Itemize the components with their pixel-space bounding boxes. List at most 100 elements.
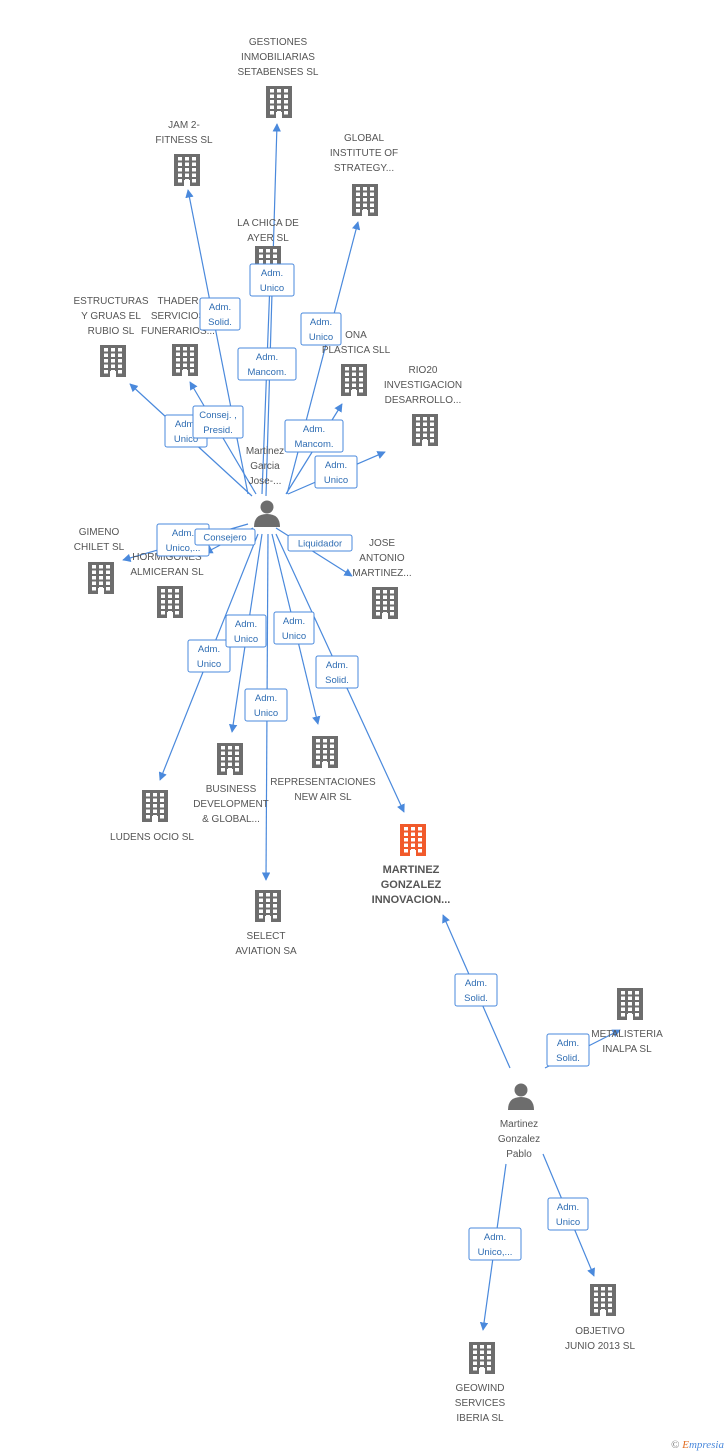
node-person1[interactable]: MartinezGarciaJose-...	[246, 446, 284, 527]
node-focus[interactable]: MARTINEZGONZALEZINNOVACION...	[372, 824, 451, 906]
node-label: Garcia	[250, 461, 280, 472]
node-jose[interactable]: JOSEANTONIOMARTINEZ...	[352, 538, 412, 619]
footer-brand: © Empresia	[671, 1439, 724, 1451]
node-label: MARTINEZ...	[352, 568, 411, 579]
role-label-box	[284, 419, 344, 453]
edge-role-label[interactable]: Consej. ,Presid.	[192, 405, 244, 439]
role-label-text: Unico,...	[166, 543, 201, 554]
node-label: OBJETIVO	[575, 1326, 625, 1337]
node-label: AYER SL	[247, 233, 289, 244]
role-label-text: Unico	[556, 1217, 580, 1228]
building-icon	[174, 154, 200, 186]
building-icon	[590, 1284, 616, 1316]
node-label: JOSE	[369, 538, 395, 549]
role-label-box	[187, 639, 231, 673]
building-icon	[217, 743, 243, 775]
node-label: Y GRUAS EL	[81, 311, 141, 322]
role-label-text: Consejero	[203, 533, 246, 544]
role-label-text: Adm.	[261, 268, 283, 279]
edge-role-label[interactable]: Liquidador	[287, 534, 353, 552]
node-label: Martinez	[246, 446, 284, 457]
role-label-box	[194, 528, 256, 546]
copyright-symbol: ©	[671, 1439, 680, 1451]
role-label-box	[547, 1197, 589, 1231]
edge-role-label[interactable]: Consejero	[194, 528, 256, 546]
role-label-text: Adm.	[303, 424, 325, 435]
edge-role-label[interactable]: Adm.Unico	[225, 614, 267, 648]
role-label-text: Adm.	[209, 302, 231, 313]
node-label: GLOBAL	[344, 133, 384, 144]
edge-role-label[interactable]: Adm.Unico	[547, 1197, 589, 1231]
node-thader[interactable]: THADERSERVICIOSFUNERARIOS...	[141, 296, 215, 376]
role-label-text: Adm.	[235, 619, 257, 630]
node-label: JUNIO 2013 SL	[565, 1341, 635, 1352]
node-label: STRATEGY...	[334, 163, 394, 174]
building-icon	[142, 790, 168, 822]
role-label-box	[287, 534, 353, 552]
node-label: GONZALEZ	[381, 879, 442, 891]
edge-role-label[interactable]: Adm.Solid.	[546, 1033, 590, 1067]
edge-role-label[interactable]: Adm.Solid.	[199, 297, 241, 331]
edge-role-label[interactable]: Adm.Solid.	[454, 973, 498, 1007]
building-icon	[352, 184, 378, 216]
edge-role-label[interactable]: Adm.Unico	[273, 611, 315, 645]
edge-role-label[interactable]: Adm.Mancom.	[284, 419, 344, 453]
node-label: Martinez	[500, 1119, 538, 1130]
edge-role-label[interactable]: Adm.Unico	[300, 312, 342, 346]
building-icon	[88, 562, 114, 594]
building-icon	[617, 988, 643, 1020]
role-label-text: Adm.	[255, 693, 277, 704]
role-label-text: Adm.	[175, 419, 197, 430]
role-label-text: Adm.	[465, 978, 487, 989]
node-ludens[interactable]: LUDENS OCIO SL	[110, 790, 194, 843]
role-label-box	[546, 1033, 590, 1067]
edge-role-label[interactable]: Adm.Unico	[187, 639, 231, 673]
role-label-box	[237, 347, 297, 381]
building-icon	[412, 414, 438, 446]
brand-initial: E	[682, 1439, 689, 1451]
edge-labels-layer: Adm.UnicoAdm.Solid.Adm.UnicoAdm.Mancom.A…	[156, 263, 590, 1261]
edge-role-label[interactable]: Adm.Solid.	[315, 655, 359, 689]
node-objetivo[interactable]: OBJETIVO JUNIO 2013 SL	[565, 1284, 635, 1352]
role-label-text: Presid.	[203, 425, 233, 436]
node-label: DEVELOPMENT	[193, 799, 269, 810]
role-label-text: Liquidador	[298, 539, 342, 550]
role-label-text: Unico	[174, 434, 198, 445]
node-label: INNOVACION...	[372, 894, 451, 906]
role-label-text: Unico,...	[478, 1247, 513, 1258]
edge-role-label[interactable]: Adm.Unico	[314, 455, 358, 489]
role-label-box	[244, 688, 288, 722]
node-rio20[interactable]: RIO20INVESTIGACIONDESARROLLO...	[384, 365, 462, 446]
edge-role-label[interactable]: Adm.Mancom.	[237, 347, 297, 381]
node-label: Gonzalez	[498, 1134, 540, 1145]
node-label: REPRESENTACIONES	[270, 777, 376, 788]
edge-role-label[interactable]: Adm.Unico	[244, 688, 288, 722]
building-icon	[372, 587, 398, 619]
node-label: INVESTIGACION	[384, 380, 462, 391]
person-icon	[508, 1083, 534, 1110]
node-label: IBERIA SL	[456, 1413, 504, 1424]
brand-name: mpresia	[688, 1439, 724, 1451]
node-jam2[interactable]: JAM 2-FITNESS SL	[155, 120, 213, 186]
node-label: & GLOBAL...	[202, 814, 260, 825]
node-label: GIMENO	[79, 527, 120, 538]
role-label-text: Adm.	[326, 660, 348, 671]
role-label-box	[314, 455, 358, 489]
node-label: PLASTICA SLL	[322, 345, 391, 356]
edge-role-label[interactable]: Adm.Unico	[249, 263, 295, 297]
edge-role-label[interactable]: Adm.Unico,...	[468, 1227, 522, 1261]
node-label: HORMIGONES	[132, 552, 202, 563]
